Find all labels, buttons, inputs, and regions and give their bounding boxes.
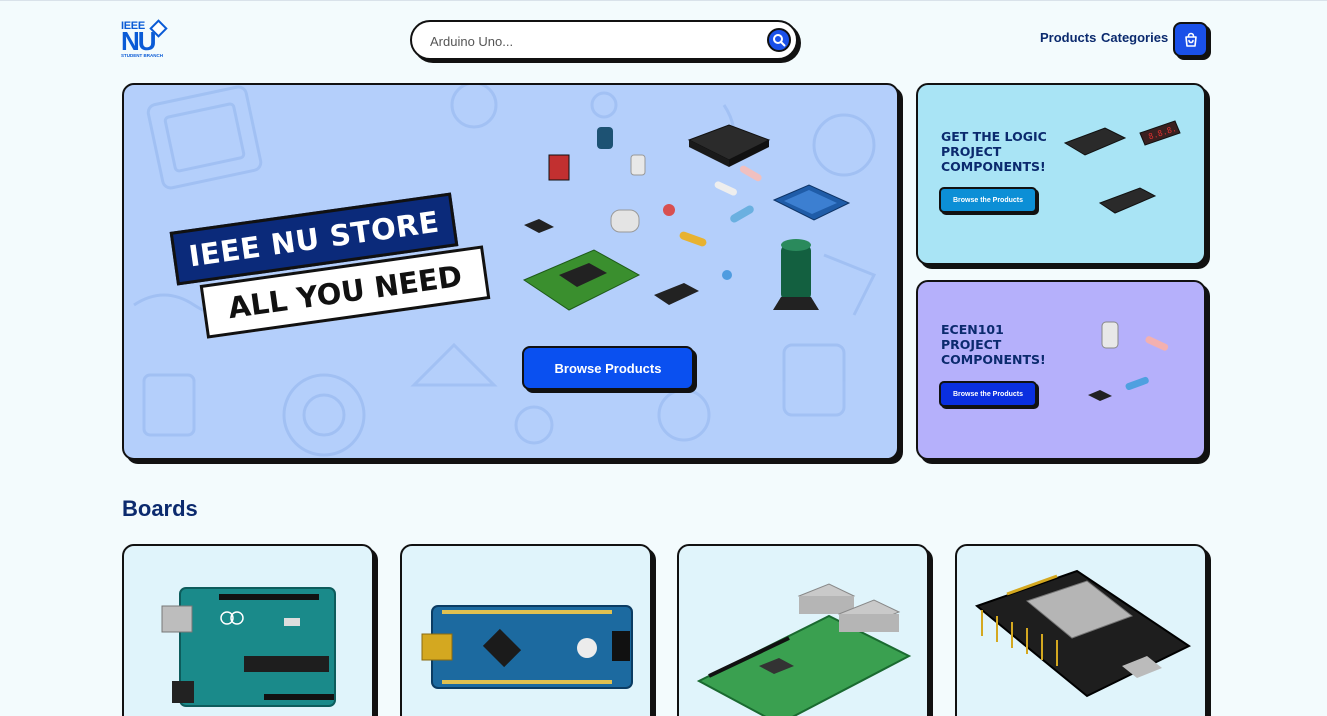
search-bar	[410, 20, 798, 60]
arduino-uno-image	[161, 587, 336, 707]
board-card-arduino-uno[interactable]	[122, 544, 374, 716]
search-icon	[773, 34, 786, 47]
promo-logic-components[interactable]: GET THE LOGIC PROJECT COMPONENTS! Browse…	[916, 83, 1206, 265]
promo-ecen101-title: ECEN101 PROJECT COMPONENTS!	[941, 322, 1046, 367]
board-card-nodemcu[interactable]	[955, 544, 1207, 716]
top-border	[0, 0, 1327, 1]
search-button[interactable]	[767, 28, 791, 52]
nodemcu-image	[974, 569, 1191, 698]
promo-ecen101-button[interactable]: Browse the Products	[939, 381, 1037, 407]
search-input[interactable]	[430, 30, 750, 52]
nav-products-link[interactable]: Products	[1040, 30, 1097, 45]
arduino-nano-image	[421, 605, 633, 689]
cart-button[interactable]	[1173, 22, 1208, 57]
site-logo[interactable]: IEEE NU STUDENT BRANCH	[121, 19, 169, 60]
logo-subtitle: STUDENT BRANCH	[121, 53, 163, 58]
hero-browse-button[interactable]: Browse Products	[522, 346, 694, 390]
promo-logic-button[interactable]: Browse the Products	[939, 187, 1037, 213]
hero-components-illustration	[522, 124, 851, 311]
nav-categories-link[interactable]: Categories	[1101, 30, 1169, 45]
cart-icon	[1184, 32, 1197, 47]
board-card-arduino-nano[interactable]	[400, 544, 652, 716]
logo-nu-text: NU	[121, 26, 157, 56]
logo-ieee-text: IEEE	[121, 20, 145, 32]
logic-ic-illustration: 8.8.8.	[1063, 120, 1181, 214]
board-card-raspberry-pi[interactable]	[677, 544, 929, 716]
boards-section-title: Boards	[122, 496, 198, 521]
hero-banner: IEEE NU STORE ALL YOU NEED	[122, 83, 899, 460]
promo-logic-title: GET THE LOGIC PROJECT COMPONENTS!	[941, 129, 1047, 174]
promo-ecen101-components[interactable]: ECEN101 PROJECT COMPONENTS! Browse the P…	[916, 280, 1206, 460]
raspberry-pi-image	[696, 583, 912, 716]
ecen101-components-illustration	[1088, 321, 1169, 401]
